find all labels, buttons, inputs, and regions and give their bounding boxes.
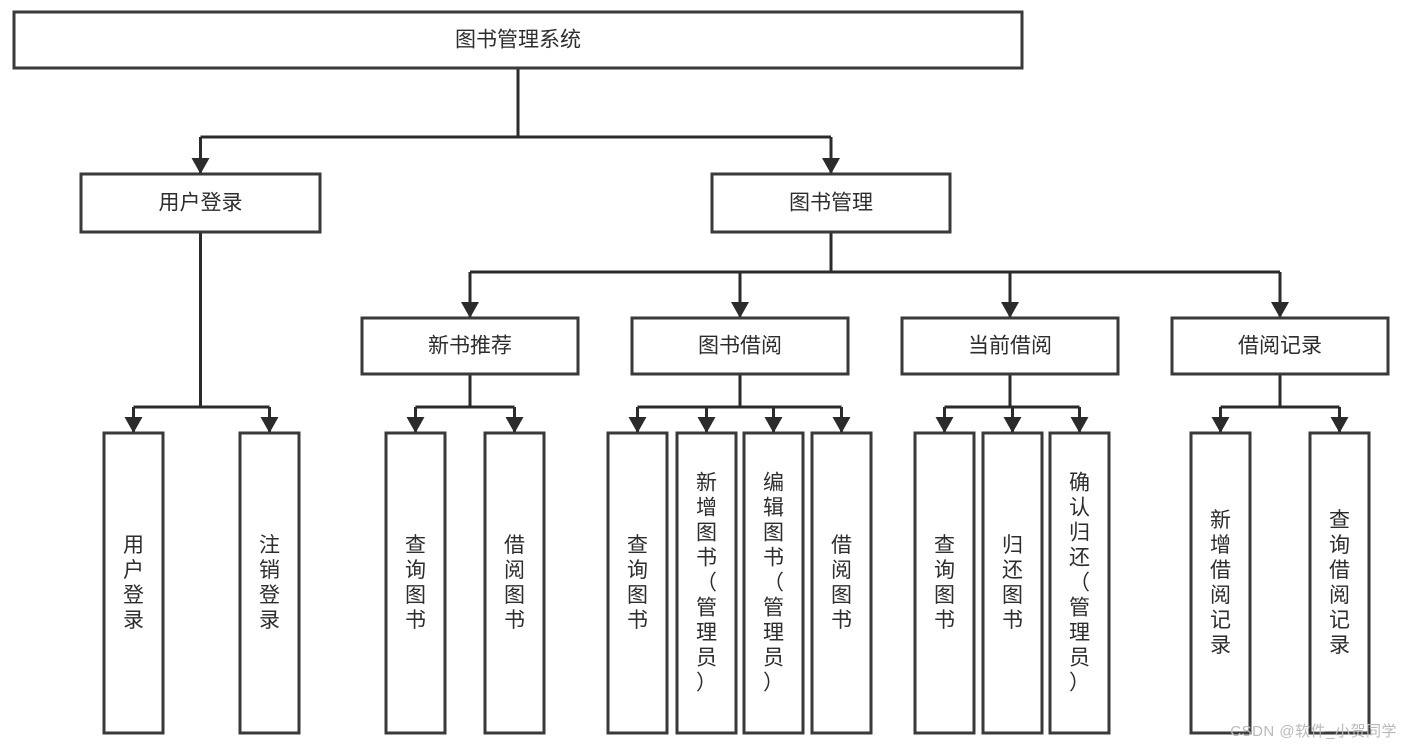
arrow-head-leaf-add-record [1211, 417, 1230, 433]
arrow-head-leaf-borrow-book-a [505, 417, 524, 433]
arrow-head-new-book-recommendation [461, 302, 479, 318]
node-box-leaf-query-book-c [913, 431, 976, 735]
node-label-leaf-return-book: 归还图书 [1002, 534, 1023, 632]
arrow-head-borrow-record [1271, 302, 1289, 318]
node-label-leaf-user-login: 用户登录 [123, 534, 144, 632]
node-leaf-borrow-book-b[interactable]: 借阅图书 [810, 431, 873, 735]
node-box-leaf-edit-book [742, 431, 805, 735]
arrow-head-leaf-add-book [697, 417, 716, 433]
node-label-leaf-borrow-book-b: 借阅图书 [831, 534, 852, 632]
node-box-leaf-add-record [1189, 431, 1252, 735]
node-box-leaf-borrow-book-b [810, 431, 873, 735]
node-label-leaf-borrow-book-a: 借阅图书 [504, 534, 525, 632]
node-label-book-management: 图书管理 [789, 192, 873, 215]
node-box-current-borrow [900, 316, 1120, 376]
node-leaf-return-book[interactable]: 归还图书 [981, 431, 1044, 735]
node-user-login[interactable]: 用户登录 [79, 172, 322, 234]
node-leaf-add-record[interactable]: 新增借阅记录 [1189, 431, 1252, 735]
watermark-text: CSDN @软件_小贺同学 [1230, 723, 1397, 740]
arrow-head-leaf-confirm-return [1070, 417, 1089, 433]
node-leaf-add-book[interactable]: 新增图书（管理员） [675, 431, 738, 735]
node-box-root [12, 10, 1024, 70]
node-box-leaf-query-book-b [606, 431, 669, 735]
node-box-leaf-return-book [981, 431, 1044, 735]
node-label-leaf-logout: 注销登录 [259, 534, 280, 632]
node-box-leaf-logout [238, 431, 301, 735]
arrow-head-leaf-query-record [1330, 417, 1349, 433]
node-leaf-borrow-book-a[interactable]: 借阅图书 [483, 431, 546, 735]
node-leaf-query-book-b[interactable]: 查询图书 [606, 431, 669, 735]
node-leaf-user-login[interactable]: 用户登录 [102, 431, 165, 735]
arrow-head-leaf-user-login [124, 417, 143, 433]
node-leaf-query-record[interactable]: 查询借阅记录 [1308, 431, 1371, 735]
arrow-head-leaf-query-book-b [628, 417, 647, 433]
node-leaf-query-book-a[interactable]: 查询图书 [384, 431, 447, 735]
node-new-book-recommendation[interactable]: 新书推荐 [360, 316, 580, 376]
node-label-leaf-query-record: 查询借阅记录 [1329, 509, 1350, 657]
node-box-book-borrow [630, 316, 850, 376]
arrow-head-book-management [822, 158, 840, 174]
node-box-leaf-user-login [102, 431, 165, 735]
node-label-current-borrow: 当前借阅 [968, 335, 1052, 358]
node-box-book-management [710, 172, 952, 234]
node-label-leaf-add-book: 新增图书（管理员） [696, 472, 717, 695]
node-leaf-logout[interactable]: 注销登录 [238, 431, 301, 735]
node-box-borrow-record [1170, 316, 1390, 376]
arrow-head-leaf-query-book-c [935, 417, 954, 433]
node-box-user-login [79, 172, 322, 234]
connector-layer [124, 68, 1349, 433]
node-label-root: 图书管理系统 [455, 29, 581, 52]
node-root[interactable]: 图书管理系统 [12, 10, 1024, 70]
node-label-leaf-query-book-b: 查询图书 [627, 534, 648, 632]
node-current-borrow[interactable]: 当前借阅 [900, 316, 1120, 376]
node-book-management[interactable]: 图书管理 [710, 172, 952, 234]
node-leaf-query-book-c[interactable]: 查询图书 [913, 431, 976, 735]
node-label-user-login: 用户登录 [159, 192, 243, 215]
arrow-head-leaf-borrow-book-b [832, 417, 851, 433]
arrow-head-book-borrow [731, 302, 749, 318]
arrow-head-user-login [191, 158, 210, 174]
node-label-leaf-add-record: 新增借阅记录 [1210, 509, 1231, 657]
node-leaf-edit-book[interactable]: 编辑图书（管理员） [742, 431, 805, 735]
arrow-head-current-borrow [1001, 302, 1019, 318]
node-borrow-record[interactable]: 借阅记录 [1170, 316, 1390, 376]
node-label-new-book-recommendation: 新书推荐 [428, 335, 512, 358]
node-box-leaf-add-book [675, 431, 738, 735]
node-leaf-confirm-return[interactable]: 确认归还（管理员） [1048, 431, 1111, 735]
arrow-head-leaf-query-book-a [406, 417, 425, 433]
node-label-leaf-query-book-a: 查询图书 [405, 534, 426, 632]
node-book-borrow[interactable]: 图书借阅 [630, 316, 850, 376]
arrow-head-leaf-logout [260, 417, 279, 433]
arrow-head-leaf-return-book [1003, 417, 1022, 433]
node-layer: 图书管理系统用户登录图书管理新书推荐图书借阅当前借阅借阅记录用户登录注销登录查询… [12, 10, 1390, 735]
node-label-leaf-query-book-c: 查询图书 [934, 534, 955, 632]
node-label-leaf-confirm-return: 确认归还（管理员） [1069, 472, 1090, 695]
node-label-book-borrow: 图书借阅 [698, 335, 782, 358]
node-label-leaf-edit-book: 编辑图书（管理员） [763, 472, 784, 695]
node-box-leaf-query-record [1308, 431, 1371, 735]
node-label-borrow-record: 借阅记录 [1238, 335, 1322, 358]
node-box-leaf-confirm-return [1048, 431, 1111, 735]
arrow-head-leaf-edit-book [764, 417, 783, 433]
node-box-leaf-borrow-book-a [483, 431, 546, 735]
node-box-leaf-query-book-a [384, 431, 447, 735]
node-box-new-book-recommendation [360, 316, 580, 376]
